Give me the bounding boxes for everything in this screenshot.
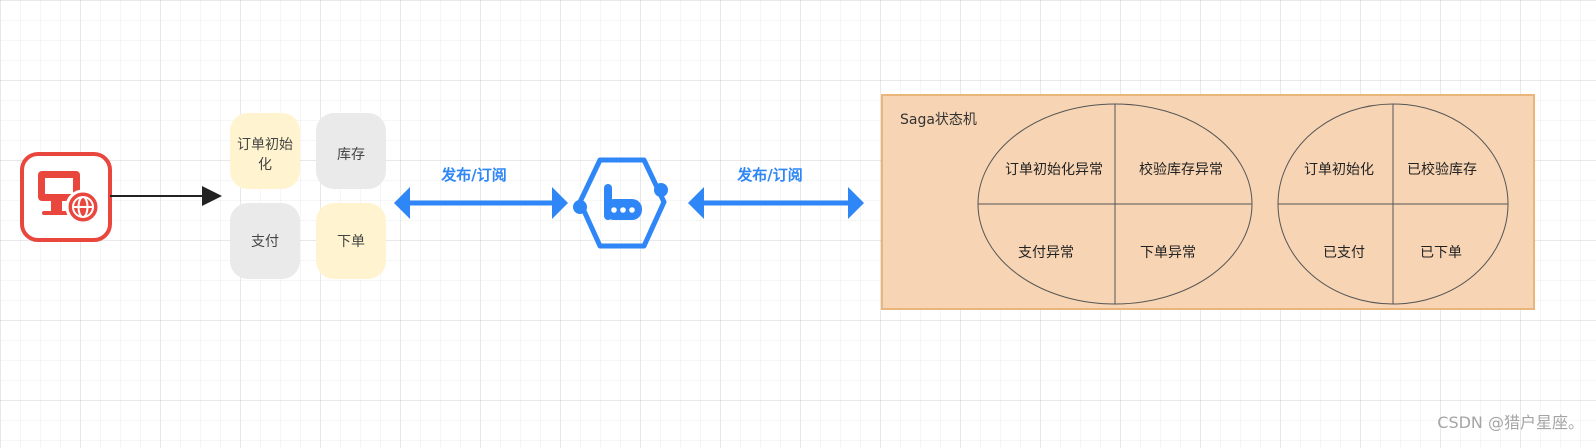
event-tile-place-order: 下单 — [316, 203, 386, 279]
event-order-init-label-line2: 化 — [258, 157, 272, 173]
saga-title: Saga状态机 — [900, 112, 977, 128]
desktop-globe-icon — [20, 152, 112, 242]
message-queue-hex-icon — [573, 157, 668, 249]
state-inventory-verified: 已校验库存 — [1407, 161, 1477, 178]
state-place-order-exception: 下单异常 — [1140, 245, 1196, 261]
left-pubsub-label: 发布/订阅 — [440, 166, 506, 184]
saga-state-machine: Saga状态机 订单初始化异常 校验库存异常 支付异常 下单异常 订单初始化 已… — [881, 94, 1535, 310]
right-pubsub-label: 发布/订阅 — [736, 166, 802, 184]
state-inventory-check-exception: 校验库存异常 — [1139, 161, 1223, 178]
state-order-init-exception: 订单初始化异常 — [1005, 161, 1103, 178]
event-tile-inventory: 库存 — [316, 113, 386, 189]
state-paid: 已支付 — [1323, 245, 1365, 261]
event-place-order-label: 下单 — [337, 234, 365, 250]
left-pubsub-arrow — [394, 187, 568, 219]
state-payment-exception: 支付异常 — [1018, 245, 1074, 261]
event-tile-order-init: 订单初始 化 — [230, 113, 300, 189]
state-order-initialized: 订单初始化 — [1304, 161, 1374, 178]
event-inventory-label: 库存 — [337, 147, 365, 163]
state-order-placed: 已下单 — [1420, 245, 1462, 261]
right-pubsub-arrow — [688, 187, 864, 219]
event-tile-payment: 支付 — [230, 203, 300, 279]
success-states-ellipse: 订单初始化 已校验库存 已支付 已下单 — [1277, 103, 1509, 305]
watermark: CSDN @猎户星座。 — [1437, 413, 1584, 432]
event-payment-label: 支付 — [251, 234, 279, 250]
event-order-init-label-line1: 订单初始 — [237, 136, 293, 153]
exception-states-ellipse: 订单初始化异常 校验库存异常 支付异常 下单异常 — [977, 103, 1253, 305]
